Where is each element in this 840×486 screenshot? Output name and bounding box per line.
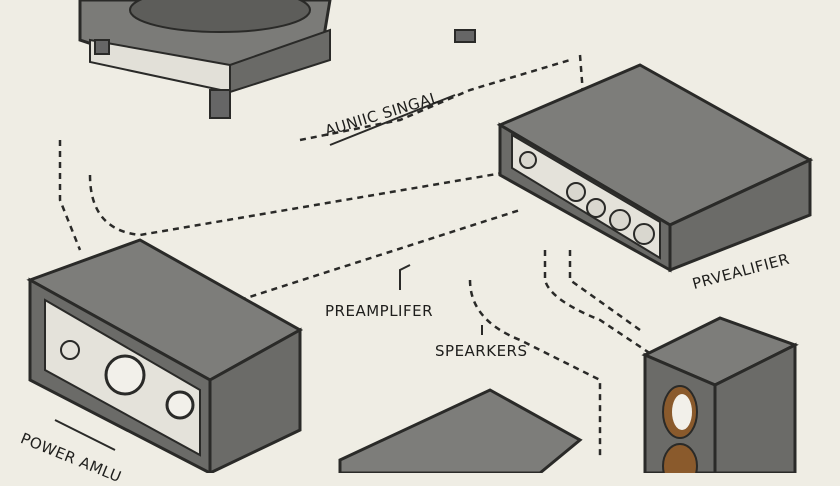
speaker-tower bbox=[641, 316, 799, 473]
power-amplifier-device bbox=[26, 238, 304, 473]
speaker-box-small bbox=[338, 388, 583, 473]
preamplifier-label: PREAMPLIFER bbox=[325, 302, 434, 320]
turntable bbox=[78, 0, 476, 119]
speakers-label: SPEARKERS bbox=[435, 342, 528, 360]
audio-system-illustration bbox=[26, 0, 814, 473]
label-leader-lines bbox=[54, 94, 483, 451]
preamplifier-device bbox=[496, 63, 814, 273]
